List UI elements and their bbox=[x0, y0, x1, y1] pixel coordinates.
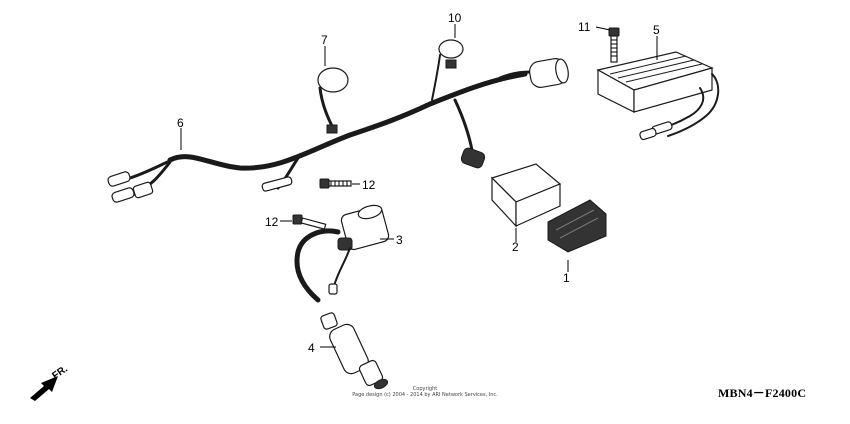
harness-band-7[interactable] bbox=[317, 67, 349, 134]
copyright-line-1: Copyright bbox=[412, 386, 438, 392]
copyright-line-2: Page design (c) 2004 - 2014 by ARI Netwo… bbox=[352, 392, 498, 398]
callout-7: 7 bbox=[321, 33, 328, 47]
harness-round-connector bbox=[529, 58, 569, 88]
callout-12-lower: 12 bbox=[265, 215, 279, 229]
callout-3: 3 bbox=[396, 233, 403, 247]
leader-lines bbox=[180, 24, 658, 348]
callout-2: 2 bbox=[512, 240, 519, 254]
callout-11: 11 bbox=[578, 20, 591, 34]
copyright-notice: Copyright Page design (c) 2004 - 2014 by… bbox=[300, 386, 550, 398]
harness-connector-lower bbox=[460, 147, 486, 169]
electrical-part-1[interactable] bbox=[547, 199, 607, 253]
bolt-11[interactable] bbox=[608, 27, 620, 63]
diagram-code: MBN4－F2400C bbox=[718, 386, 807, 400]
callout-6: 6 bbox=[177, 116, 184, 130]
harness-band-10[interactable] bbox=[431, 39, 464, 101]
ignition-coil[interactable] bbox=[294, 203, 390, 303]
bolt-12-upper[interactable] bbox=[319, 178, 352, 189]
harness-clip bbox=[261, 176, 293, 192]
electrical-unit-2[interactable] bbox=[490, 163, 562, 228]
harness-connector-left bbox=[107, 171, 154, 203]
bolt-12-lower[interactable] bbox=[292, 214, 327, 230]
spark-plug-cap[interactable] bbox=[320, 312, 389, 391]
front-direction-arrow-icon: FR. bbox=[30, 363, 70, 401]
callout-4: 4 bbox=[308, 341, 315, 355]
callout-1: 1 bbox=[563, 271, 570, 285]
regulator-rectifier[interactable] bbox=[596, 51, 720, 141]
callout-10: 10 bbox=[448, 11, 462, 25]
callout-12-upper: 12 bbox=[362, 178, 376, 192]
callout-5: 5 bbox=[653, 23, 660, 37]
